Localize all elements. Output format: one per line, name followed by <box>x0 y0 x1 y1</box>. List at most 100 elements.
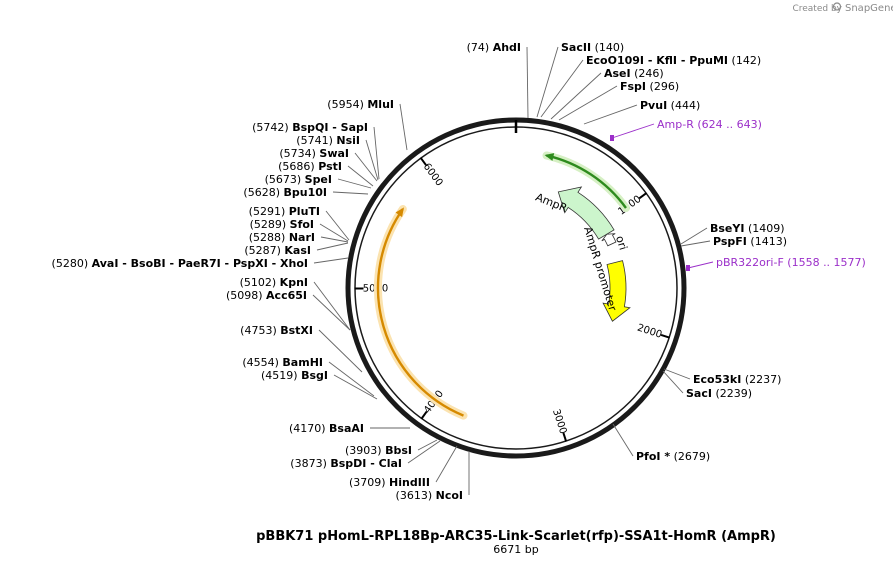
orf-arcs <box>374 151 630 420</box>
site-position: (5741) <box>296 134 333 147</box>
site-name: BstXI <box>280 324 313 337</box>
site-position: (3903) <box>345 444 382 457</box>
site-name: PstI <box>318 160 342 173</box>
site-leader-line <box>435 445 458 483</box>
site-name: BspQI - SapI <box>292 121 368 134</box>
scale-tick-label: 2000 <box>636 323 664 341</box>
site-leader-line <box>325 210 350 241</box>
site-leader-line <box>680 227 708 245</box>
site-name: EcoO109I - KflI - PpuMI <box>586 54 728 67</box>
site-position: (4519) <box>261 369 298 382</box>
site-position: (5628) <box>243 186 280 199</box>
site-leader-line <box>347 165 374 187</box>
site-label-avai: (5280) AvaI - BsoBI - PaeR7I - PspXI - X… <box>52 257 308 270</box>
site-label-nsii: (5741) NsiI <box>296 134 360 147</box>
site-name: AseI <box>604 67 631 80</box>
feature-ampr <box>557 186 615 240</box>
site-position: (140) <box>595 41 625 54</box>
site-name: PluTI <box>289 205 320 218</box>
site-name: pBR322ori-F <box>716 256 784 269</box>
site-label-bstxi: (4753) BstXI <box>240 324 313 337</box>
site-label-pbr322ori-f: pBR322ori-F (1558 .. 1577) <box>716 256 866 269</box>
scale-tick-label: 6000 <box>421 161 445 188</box>
site-name: MluI <box>367 98 394 111</box>
backbone <box>345 117 687 459</box>
site-label-ncoi: (3613) NcoI <box>396 489 463 502</box>
orf-arrowhead <box>544 153 555 161</box>
site-label-swai: (5734) SwaI <box>279 147 349 160</box>
site-name: BsgI <box>301 369 328 382</box>
site-name: SfoI <box>290 218 314 231</box>
site-name: BseYI <box>710 222 744 235</box>
site-name: NarI <box>289 231 315 244</box>
site-label-acc65i: (5098) Acc65I <box>226 289 307 302</box>
site-name: KpnI <box>280 276 308 289</box>
site-leader-line <box>583 104 638 125</box>
site-position: (5291) <box>249 205 286 218</box>
site-name: SpeI <box>305 173 332 186</box>
site-position: (5098) <box>226 289 263 302</box>
site-name: AvaI - BsoBI - PaeR7I - PspXI - XhoI <box>92 257 308 270</box>
site-leader-line <box>320 236 349 243</box>
site-leader-line <box>611 123 655 139</box>
site-position: (2237) <box>745 373 782 386</box>
site-name: HindIII <box>389 476 430 489</box>
site-leader-line <box>407 440 441 464</box>
site-label-asei: AseI (246) <box>604 67 664 80</box>
site-name: BamHI <box>282 356 323 369</box>
scale-tick-mark <box>419 157 427 166</box>
site-position: (5280) <box>52 257 89 270</box>
site-label-saci: SacI (2239) <box>686 387 752 400</box>
site-position: (296) <box>650 80 680 93</box>
snapgene-brand-label: SnapGene <box>845 3 893 14</box>
site-position: (5686) <box>278 160 315 173</box>
site-position: (4554) <box>242 356 279 369</box>
site-leader-line <box>365 139 379 181</box>
orf-arc <box>546 154 627 209</box>
site-label-bspdi: (3873) BspDI - ClaI <box>290 457 402 470</box>
site-position: (4170) <box>289 422 326 435</box>
site-position: (2239) <box>715 387 752 400</box>
site-name: AhdI <box>493 41 521 54</box>
scale-tick-label: 3000 <box>550 408 568 436</box>
scale-tick-mark <box>638 192 648 200</box>
site-name: BsaAI <box>329 422 364 435</box>
site-label-bpu10i: (5628) Bpu10I <box>243 186 327 199</box>
site-label-psti: (5686) PstI <box>278 160 342 173</box>
site-name: BspDI - ClaI <box>330 457 402 470</box>
site-label-pluti: (5291) PluTI <box>249 205 320 218</box>
scale-tick-mark <box>420 411 428 420</box>
site-leader-line <box>313 257 349 264</box>
site-position: (142) <box>732 54 762 67</box>
scale-tick-mark <box>660 333 670 339</box>
site-leader-line <box>536 46 559 118</box>
site-position: (3709) <box>349 476 386 489</box>
site-name: FspI <box>620 80 646 93</box>
site-position: (5734) <box>279 147 316 160</box>
site-name: Amp-R <box>657 118 694 131</box>
site-leader-line <box>354 152 378 182</box>
site-leader-line <box>540 59 584 118</box>
site-position: (444) <box>671 99 701 112</box>
site-leader-line <box>680 240 711 247</box>
site-label-bbsi: (3903) BbsI <box>345 444 412 457</box>
site-name: SacII <box>561 41 591 54</box>
map-title: pBBK71 pHomL-RPL18Bp-ARC35-Link-Scarlet(… <box>256 529 776 544</box>
site-leader-line <box>312 294 351 331</box>
site-label-hindiii: (3709) HindIII <box>349 476 430 489</box>
primer-marker <box>610 135 614 141</box>
site-label-ahdi: (74) AhdI <box>467 41 521 54</box>
site-leader-line <box>313 281 351 331</box>
site-position: (3613) <box>396 489 433 502</box>
orf-arrowhead <box>395 207 404 218</box>
site-leader-line <box>332 191 369 195</box>
map-length: 6671 bp <box>493 543 538 556</box>
site-label-kasi: (5287) KasI <box>244 244 311 257</box>
site-label-bsaai: (4170) BsaAI <box>289 422 364 435</box>
site-label-pvui: PvuI (444) <box>640 99 700 112</box>
site-label-spei: (5673) SpeI <box>265 173 332 186</box>
site-label-amp-r: Amp-R (624 .. 643) <box>657 118 762 131</box>
site-leader-line <box>526 46 529 119</box>
site-name: PfoI * <box>636 450 670 463</box>
